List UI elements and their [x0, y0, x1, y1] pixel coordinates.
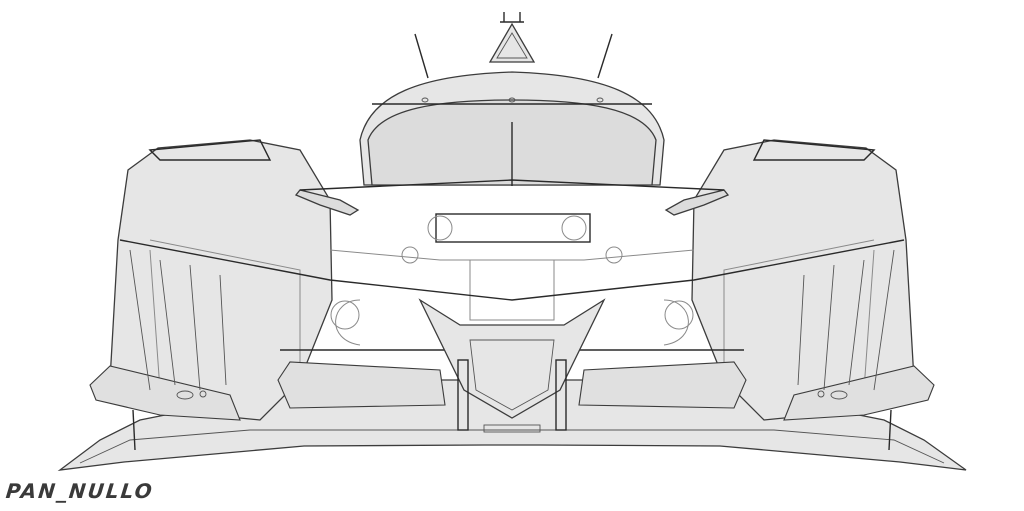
cockpit: [359, 12, 665, 186]
artist-watermark: PAN_NULLO: [4, 479, 156, 503]
nose: [277, 298, 747, 433]
left-fender: [89, 139, 360, 451]
right-fender: [664, 139, 935, 451]
